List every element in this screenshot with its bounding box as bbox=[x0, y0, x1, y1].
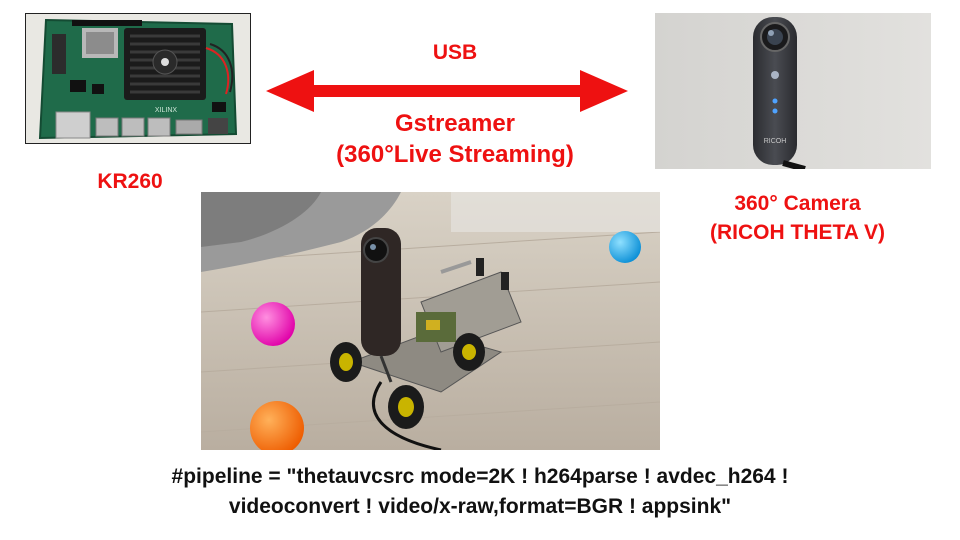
double-headed-arrow-icon bbox=[266, 70, 628, 112]
kr260-label: KR260 bbox=[97, 170, 163, 193]
camera-label-title: 360° Camera bbox=[734, 192, 861, 215]
pipeline-line-1: #pipeline = "thetauvcsrc mode=2K ! h264p… bbox=[171, 465, 789, 488]
pipeline-line-2: videoconvert ! video/x-raw,format=BGR ! … bbox=[228, 495, 732, 518]
robot-illustration bbox=[201, 192, 660, 450]
camera-label-model: (RICOH THETA V) bbox=[710, 221, 885, 244]
robot-photo bbox=[201, 192, 660, 450]
pipeline-text: #pipeline = "thetauvcsrc mode=2K ! h264p… bbox=[60, 462, 900, 522]
camera-brand-text: RICOH bbox=[764, 138, 787, 145]
ricoh-theta-illustration: RICOH bbox=[655, 13, 931, 169]
camera-photo: RICOH bbox=[655, 13, 931, 169]
gstreamer-label: Gstreamer (360°Live Streaming) bbox=[300, 108, 610, 170]
gstreamer-subtitle: (360°Live Streaming) bbox=[336, 141, 574, 168]
kr260-board-illustration: XILINX bbox=[26, 14, 250, 143]
gstreamer-title: Gstreamer bbox=[394, 110, 516, 137]
usb-label: USB bbox=[432, 41, 478, 64]
board-brand-text: XILINX bbox=[155, 107, 178, 114]
camera-label: 360° Camera (RICOH THETA V) bbox=[665, 189, 930, 247]
kr260-board-photo: XILINX bbox=[25, 13, 251, 144]
